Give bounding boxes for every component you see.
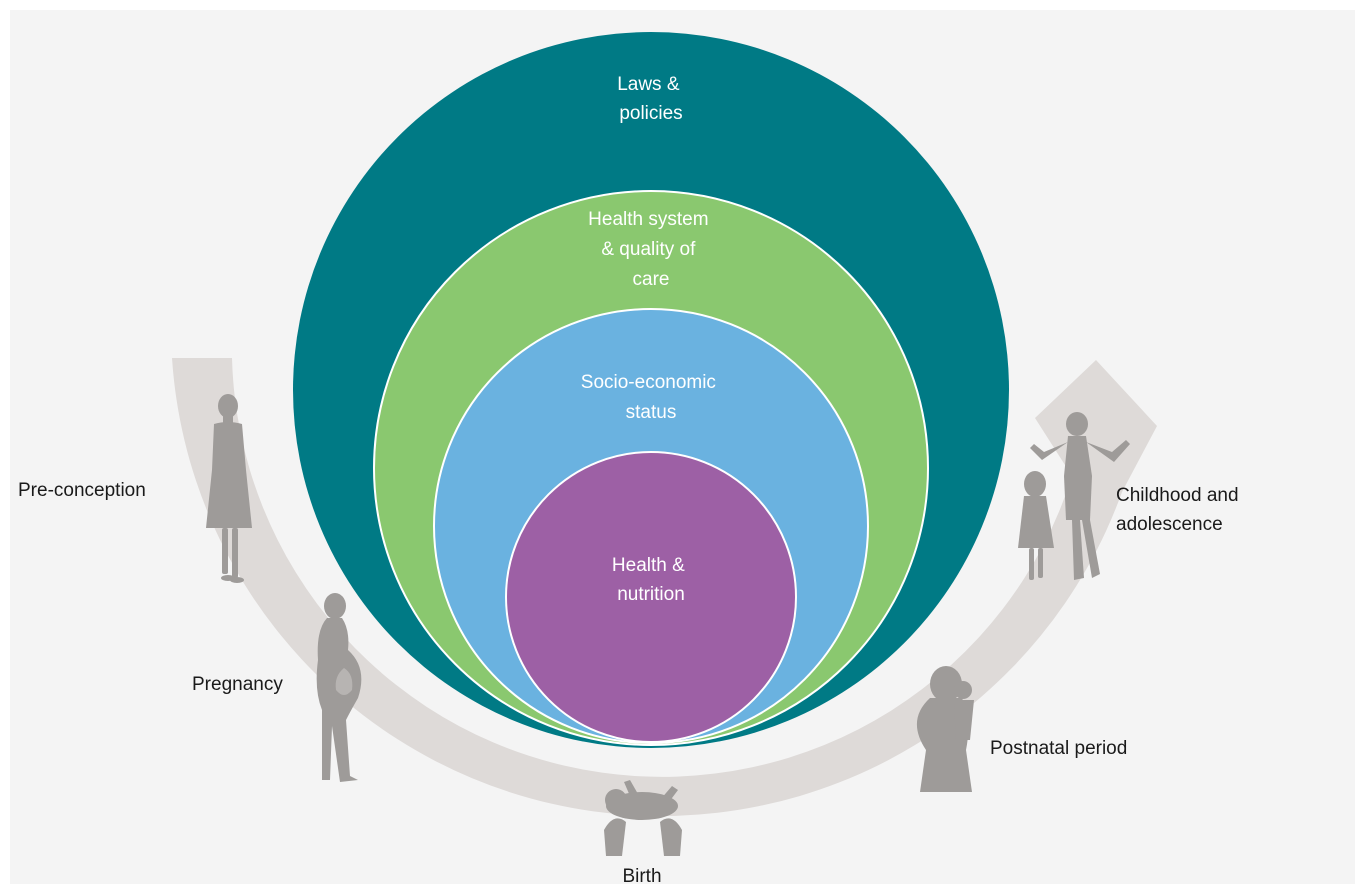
mother-baby-icon — [916, 666, 974, 792]
life-course-arrow — [172, 358, 1157, 817]
laws-policies-line2: policies — [619, 103, 682, 124]
child-icon — [1018, 471, 1054, 580]
woman-icon — [206, 394, 252, 583]
preconception-label: Pre-conception — [18, 480, 146, 501]
health-system-label: Health system & quality of care — [588, 209, 714, 290]
adolescent-icon — [1030, 412, 1130, 580]
health-nutrition-circle — [505, 451, 797, 743]
health-system-line3: care — [633, 269, 670, 290]
laws-policies-line1: Laws & — [617, 74, 680, 95]
pregnancy-label: Pregnancy — [192, 674, 283, 695]
baby-icon — [604, 780, 682, 856]
childhood-line1: Childhood and — [1116, 485, 1239, 506]
socio-economic-line2: status — [626, 402, 677, 423]
health-system-line2: & quality of — [601, 239, 696, 260]
birth-label: Birth — [622, 866, 661, 884]
socio-economic-label: Socio-economic status — [581, 372, 721, 423]
health-nutrition-line2: nutrition — [617, 584, 685, 605]
health-nutrition-label: Health & nutrition — [612, 555, 690, 605]
socio-economic-line1: Socio-economic — [581, 372, 716, 393]
health-system-line1: Health system — [588, 209, 708, 230]
pregnant-woman-icon — [316, 593, 362, 782]
postnatal-label: Postnatal period — [990, 738, 1127, 759]
childhood-label: Childhood and adolescence — [1116, 485, 1244, 535]
childhood-line2: adolescence — [1116, 514, 1223, 535]
laws-policies-label: Laws & policies — [617, 74, 685, 124]
health-nutrition-line1: Health & — [612, 555, 685, 576]
